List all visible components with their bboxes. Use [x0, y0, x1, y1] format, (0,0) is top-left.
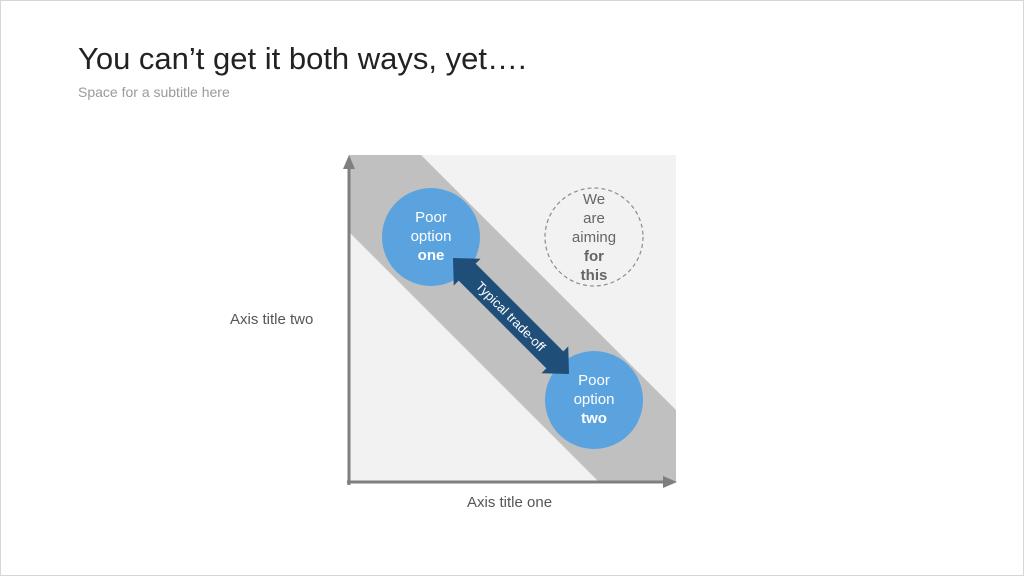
poor-option-one-label: Poor option one	[392, 208, 470, 265]
y-axis-title: Axis title two	[230, 311, 314, 328]
slide-title: You can’t get it both ways, yet….	[78, 41, 527, 76]
target-line1: We	[582, 191, 606, 208]
poor-one-line3: one	[417, 247, 445, 264]
target-line5: this	[580, 267, 608, 284]
poor-one-line2: option	[410, 228, 452, 245]
y-axis-arrowhead	[343, 155, 355, 169]
target-line4: for	[584, 248, 604, 265]
x-axis-title: Axis title one	[467, 494, 553, 511]
target-line3: aiming	[571, 229, 617, 246]
poor-two-line2: option	[573, 391, 615, 408]
target-line2: are	[583, 210, 605, 227]
poor-two-line1: Poor	[578, 372, 610, 389]
target-circle	[544, 187, 644, 287]
x-axis-arrowhead	[663, 476, 677, 488]
poor-two-line3: two	[581, 410, 607, 427]
target-label: We are aiming for this	[554, 190, 634, 285]
poor-one-line1: Poor	[415, 209, 447, 226]
slide-subtitle: Space for a subtitle here	[78, 84, 230, 100]
poor-option-two-label: Poor option two	[555, 371, 633, 428]
poor-option-two-circle	[545, 351, 643, 449]
